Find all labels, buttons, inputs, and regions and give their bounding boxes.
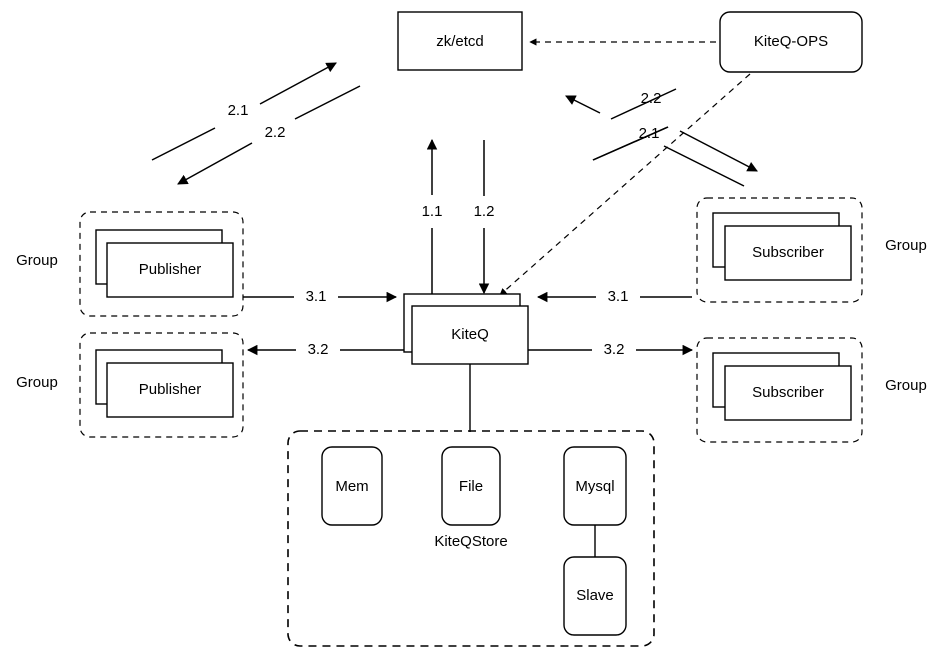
edge-publisher-send-3-1: 3.1 [243, 288, 398, 305]
edge-subscriber-send-3-2: 3.2 [528, 341, 694, 358]
node-kiteq-ops[interactable]: KiteQ-OPS [719, 11, 863, 73]
store-mem-label: Mem [335, 478, 368, 495]
edge-2-1-left-segment [151, 127, 216, 161]
edge-label-3-2-right: 3.2 [604, 341, 625, 358]
store-slave-box [563, 556, 627, 636]
kiteq-store-caption: KiteQStore [434, 533, 507, 550]
edge-label-1-2: 1.2 [474, 203, 495, 220]
node-publisher-bottom[interactable]: Publisher [95, 349, 234, 418]
edge-2-1-right-arrow [679, 130, 758, 172]
edge-ops-to-broker [499, 73, 751, 296]
group-publisher-top: Group Publisher [16, 211, 244, 317]
edge-subscriber-recv-3-1: 3.1 [536, 288, 692, 305]
group-publisher-bottom: Group Publisher [16, 332, 244, 438]
store-file-box [441, 446, 501, 526]
edge-2-2-right-segment [294, 85, 361, 120]
subscriber-bottom-front-layer [724, 365, 852, 421]
group-kiteq-store: Mem File KiteQStore Mysql Slave [287, 430, 655, 647]
group-label-subscriber-bottom: Group [885, 377, 927, 394]
subscriber-top-group-box [696, 197, 863, 303]
store-file-label: File [459, 478, 483, 495]
store-slave-label: Slave [576, 587, 614, 604]
publisher-top-group-box [79, 211, 244, 317]
zk-etcd-label: zk/etcd [436, 33, 484, 50]
edge-2-1-right-segment [259, 62, 337, 105]
edge-subscriber-register-2-2: 2.2 [592, 88, 677, 161]
publisher-bottom-label: Publisher [139, 381, 202, 398]
node-store-mysql[interactable]: Mysql [563, 446, 627, 526]
node-publisher-top[interactable]: Publisher [95, 229, 234, 298]
edge-2-2-right-upper-segment [610, 88, 677, 120]
group-subscriber-top: Group Subscriber [696, 197, 927, 303]
publisher-bottom-group-box [79, 332, 244, 438]
edge-label-3-1-right: 3.1 [608, 288, 629, 305]
group-subscriber-bottom: Group Subscriber [696, 337, 927, 443]
edge-publisher-register-2-1: 2.1 [151, 62, 337, 161]
publisher-bottom-front-layer [106, 362, 234, 418]
edge-label-3-1-left: 3.1 [306, 288, 327, 305]
edge-publisher-register-2-2: 2.2 [177, 85, 361, 185]
group-label-publisher-top: Group [16, 252, 58, 269]
edge-2-1-right-tail2 [663, 145, 745, 187]
edge-subscriber-register-2-1: 2.1 [592, 125, 669, 161]
edge-2-2-left-segment [177, 142, 253, 185]
store-mem-box [321, 446, 383, 526]
subscriber-bottom-label: Subscriber [752, 384, 824, 401]
node-subscriber-top[interactable]: Subscriber [712, 212, 852, 281]
group-label-subscriber-top: Group [885, 237, 927, 254]
kiteq-ops-box [719, 11, 863, 73]
edge-label-2-1-left: 2.1 [228, 102, 249, 119]
edge-label-2-1-right: 2.1 [639, 125, 660, 142]
edge-2-2-right-arrow [565, 95, 601, 114]
edge-2-1-right-tail [592, 126, 669, 161]
node-store-mem[interactable]: Mem [321, 446, 383, 526]
subscriber-top-label: Subscriber [752, 244, 824, 261]
node-zk-etcd[interactable]: zk/etcd [397, 11, 523, 71]
zk-etcd-box [397, 11, 523, 71]
edge-publisher-recv-3-2: 3.2 [246, 341, 404, 358]
edge-label-3-2-left: 3.2 [308, 341, 329, 358]
edge-label-2-2-right: 2.2 [641, 90, 662, 107]
node-subscriber-bottom[interactable]: Subscriber [712, 352, 852, 421]
edge-label-2-2-left: 2.2 [265, 124, 286, 141]
node-kiteq[interactable]: KiteQ [403, 293, 529, 365]
edge-label-1-1: 1.1 [422, 203, 443, 220]
subscriber-top-front-layer [724, 225, 852, 281]
publisher-top-label: Publisher [139, 261, 202, 278]
kiteq-ops-label: KiteQ-OPS [754, 33, 828, 50]
subscriber-bottom-group-box [696, 337, 863, 443]
publisher-top-front-layer [106, 242, 234, 298]
kiteq-front-layer [411, 305, 529, 365]
edge-registry-to-broker-1-2: 1.2 [474, 140, 495, 295]
kiteq-label: KiteQ [451, 326, 489, 343]
store-mysql-label: Mysql [575, 478, 614, 495]
kiteq-store-group-box [287, 430, 655, 647]
node-store-file[interactable]: File [441, 446, 501, 526]
node-store-slave[interactable]: Slave [563, 556, 627, 636]
edge-broker-to-registry-1-1: 1.1 [422, 138, 443, 300]
group-label-publisher-bottom: Group [16, 374, 58, 391]
